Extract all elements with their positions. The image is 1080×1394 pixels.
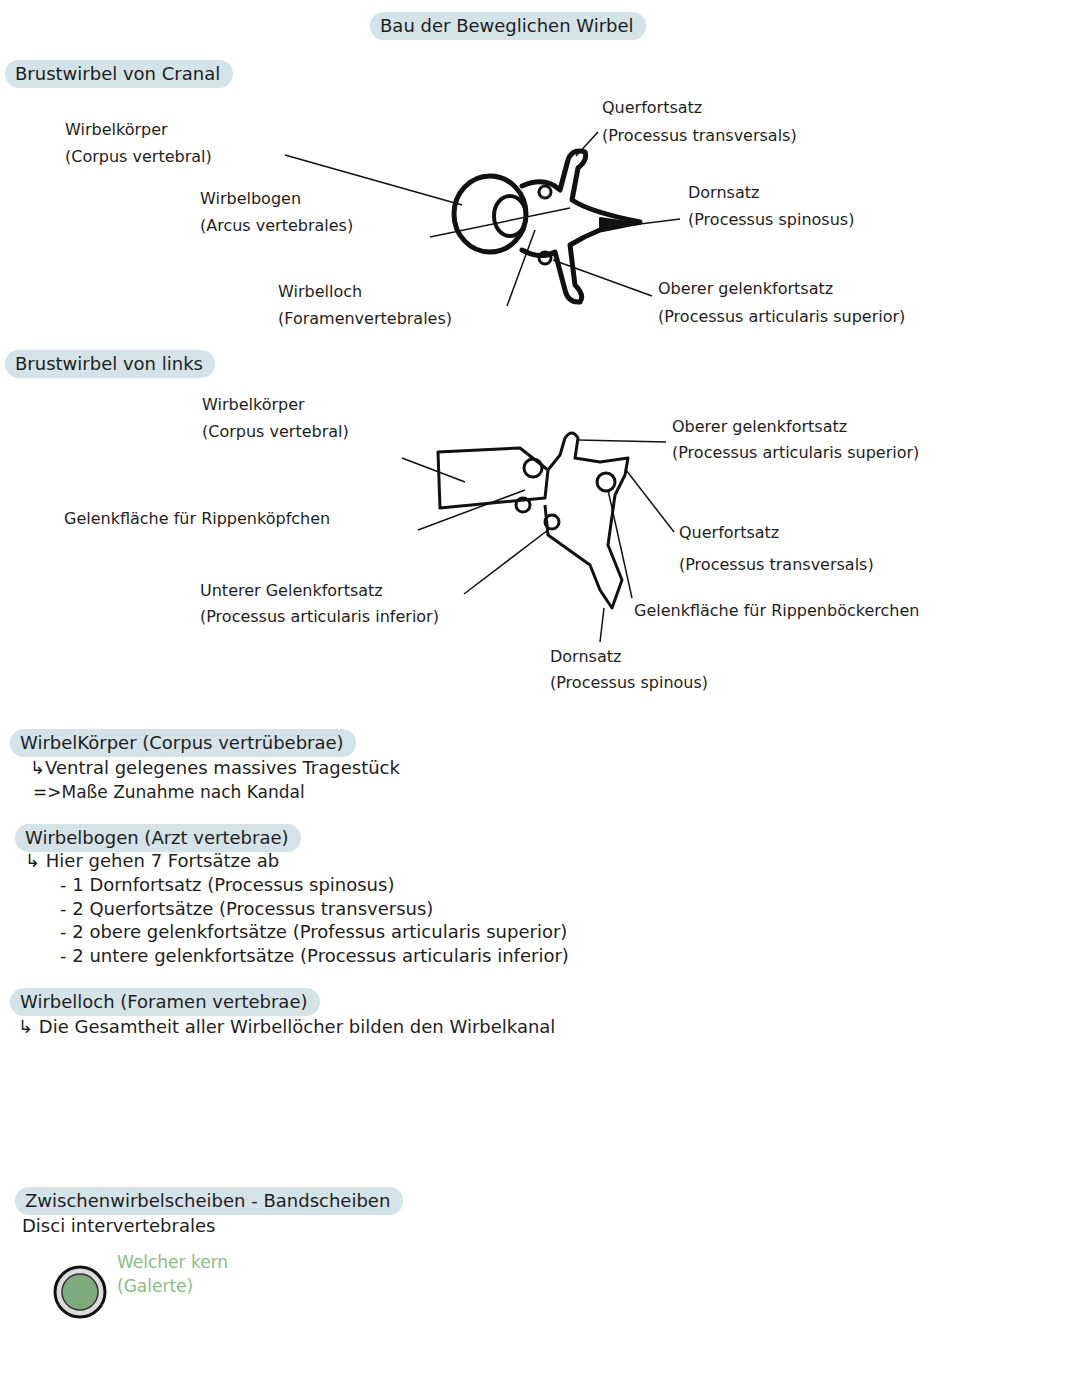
annulus-fibrosus (55, 1267, 105, 1317)
heading-band: Brustwirbel von Cranal (5, 60, 233, 88)
part-label: Unterer Gelenkfortsatz (200, 581, 383, 602)
vertebral-foramen (494, 196, 526, 236)
vertebral-arch (545, 433, 628, 608)
note-text: ↳Ventral gelegenes massives Tragestück (30, 756, 400, 779)
part-label: (Processus transversals) (679, 555, 874, 576)
nucleus-pulposus (62, 1274, 98, 1310)
part-label: Querfortsatz (679, 523, 779, 544)
heading-band: Wirbelloch (Foramen vertebrae) (10, 988, 320, 1016)
leader-line (576, 132, 598, 156)
part-label: Gelenkfläche für Rippenköpfchen (64, 509, 330, 530)
part-label: (Foramenvertebrales) (278, 309, 452, 330)
title: Bau der Beweglichen Wirbel (380, 14, 634, 38)
note-text: ↳ Hier gehen 7 Fortsätze ab (25, 849, 279, 872)
part-label: (Processus transversals) (602, 126, 797, 147)
part-label: Oberer gelenkfortsatz (672, 417, 847, 438)
costal-facet (524, 459, 542, 477)
leader-line (402, 458, 465, 482)
leader-line (578, 440, 666, 442)
leader-line (285, 155, 462, 205)
leader-line (600, 608, 604, 642)
part-label: (Processus spinosus) (688, 210, 854, 231)
spinous-tip (600, 218, 640, 228)
articular-facet (539, 252, 551, 264)
leader-line (507, 230, 535, 306)
heading-band: Wirbelbogen (Arzt vertebrae) (15, 824, 301, 852)
note-text: Welcher kern (117, 1251, 228, 1273)
heading-band: WirbelKörper (Corpus vertrübebrae) (10, 729, 356, 757)
part-label: Dornsatz (550, 647, 621, 668)
part-label: Wirbelloch (278, 282, 362, 303)
note-text: - 2 Querfortsätze (Processus transversus… (60, 897, 433, 920)
part-label: (Corpus vertebral) (65, 147, 212, 168)
part-label: (Processus articularis inferior) (200, 607, 439, 628)
leader-line (640, 219, 680, 224)
leader-line (430, 208, 570, 237)
heading-text: Zwischenwirbelscheiben - Bandscheiben (25, 1189, 390, 1213)
part-label: Wirbelbogen (200, 189, 301, 210)
part-label: Dornsatz (688, 183, 759, 204)
disc-symbol (55, 1267, 105, 1317)
heading-text: Brustwirbel von Cranal (15, 62, 220, 86)
note-text: - 2 obere gelenkfortsätze (Professus art… (60, 920, 567, 943)
leader-line (553, 260, 652, 296)
part-label: Gelenkfläche für Rippenböckerchen (634, 601, 919, 622)
part-label: Wirbelkörper (65, 120, 168, 141)
note-text: =>Maße Zunahme nach Kandal (33, 781, 305, 803)
vertebral-arch (522, 151, 640, 302)
transverse-facet (597, 473, 615, 491)
part-label: (Processus articularis superior) (658, 307, 905, 328)
vertebral-body (454, 176, 526, 252)
part-label: (Processus articularis superior) (672, 443, 919, 464)
leader-line (464, 530, 548, 594)
vertebra-lateral (438, 433, 628, 608)
heading-band: Zwischenwirbelscheiben - Bandscheiben (15, 1187, 403, 1215)
costal-facet (516, 498, 530, 512)
articular-facet (545, 515, 559, 529)
note-text: - 1 Dornfortsatz (Processus spinosus) (60, 873, 394, 896)
heading-text: Wirbelloch (Foramen vertebrae) (20, 990, 307, 1014)
leader-line (608, 490, 632, 598)
part-label: (Corpus vertebral) (202, 422, 349, 443)
note-text: - 2 untere gelenkfortsätze (Processus ar… (60, 944, 569, 967)
leader-line (626, 470, 674, 532)
heading-text: Wirbelbogen (Arzt vertebrae) (25, 826, 289, 850)
leader-lines-lateral (402, 440, 674, 642)
articular-facet (539, 186, 551, 198)
leader-line (418, 490, 525, 530)
heading-text: Brustwirbel von links (15, 352, 203, 376)
note-text: Disci intervertebrales (22, 1214, 215, 1237)
note-text: ↳ Die Gesamtheit aller Wirbellöcher bild… (18, 1015, 555, 1038)
heading-text: WirbelKörper (Corpus vertrübebrae) (20, 731, 344, 755)
part-label: (Processus spinous) (550, 673, 708, 694)
part-label: Oberer gelenkfortsatz (658, 279, 833, 300)
heading-band: Brustwirbel von links (5, 350, 215, 378)
part-label: Querfortsatz (602, 98, 702, 119)
part-label: (Arcus vertebrales) (200, 216, 353, 237)
title-band: Bau der Beweglichen Wirbel (370, 12, 646, 40)
part-label: Wirbelkörper (202, 395, 305, 416)
note-text: (Galerte) (117, 1275, 193, 1297)
